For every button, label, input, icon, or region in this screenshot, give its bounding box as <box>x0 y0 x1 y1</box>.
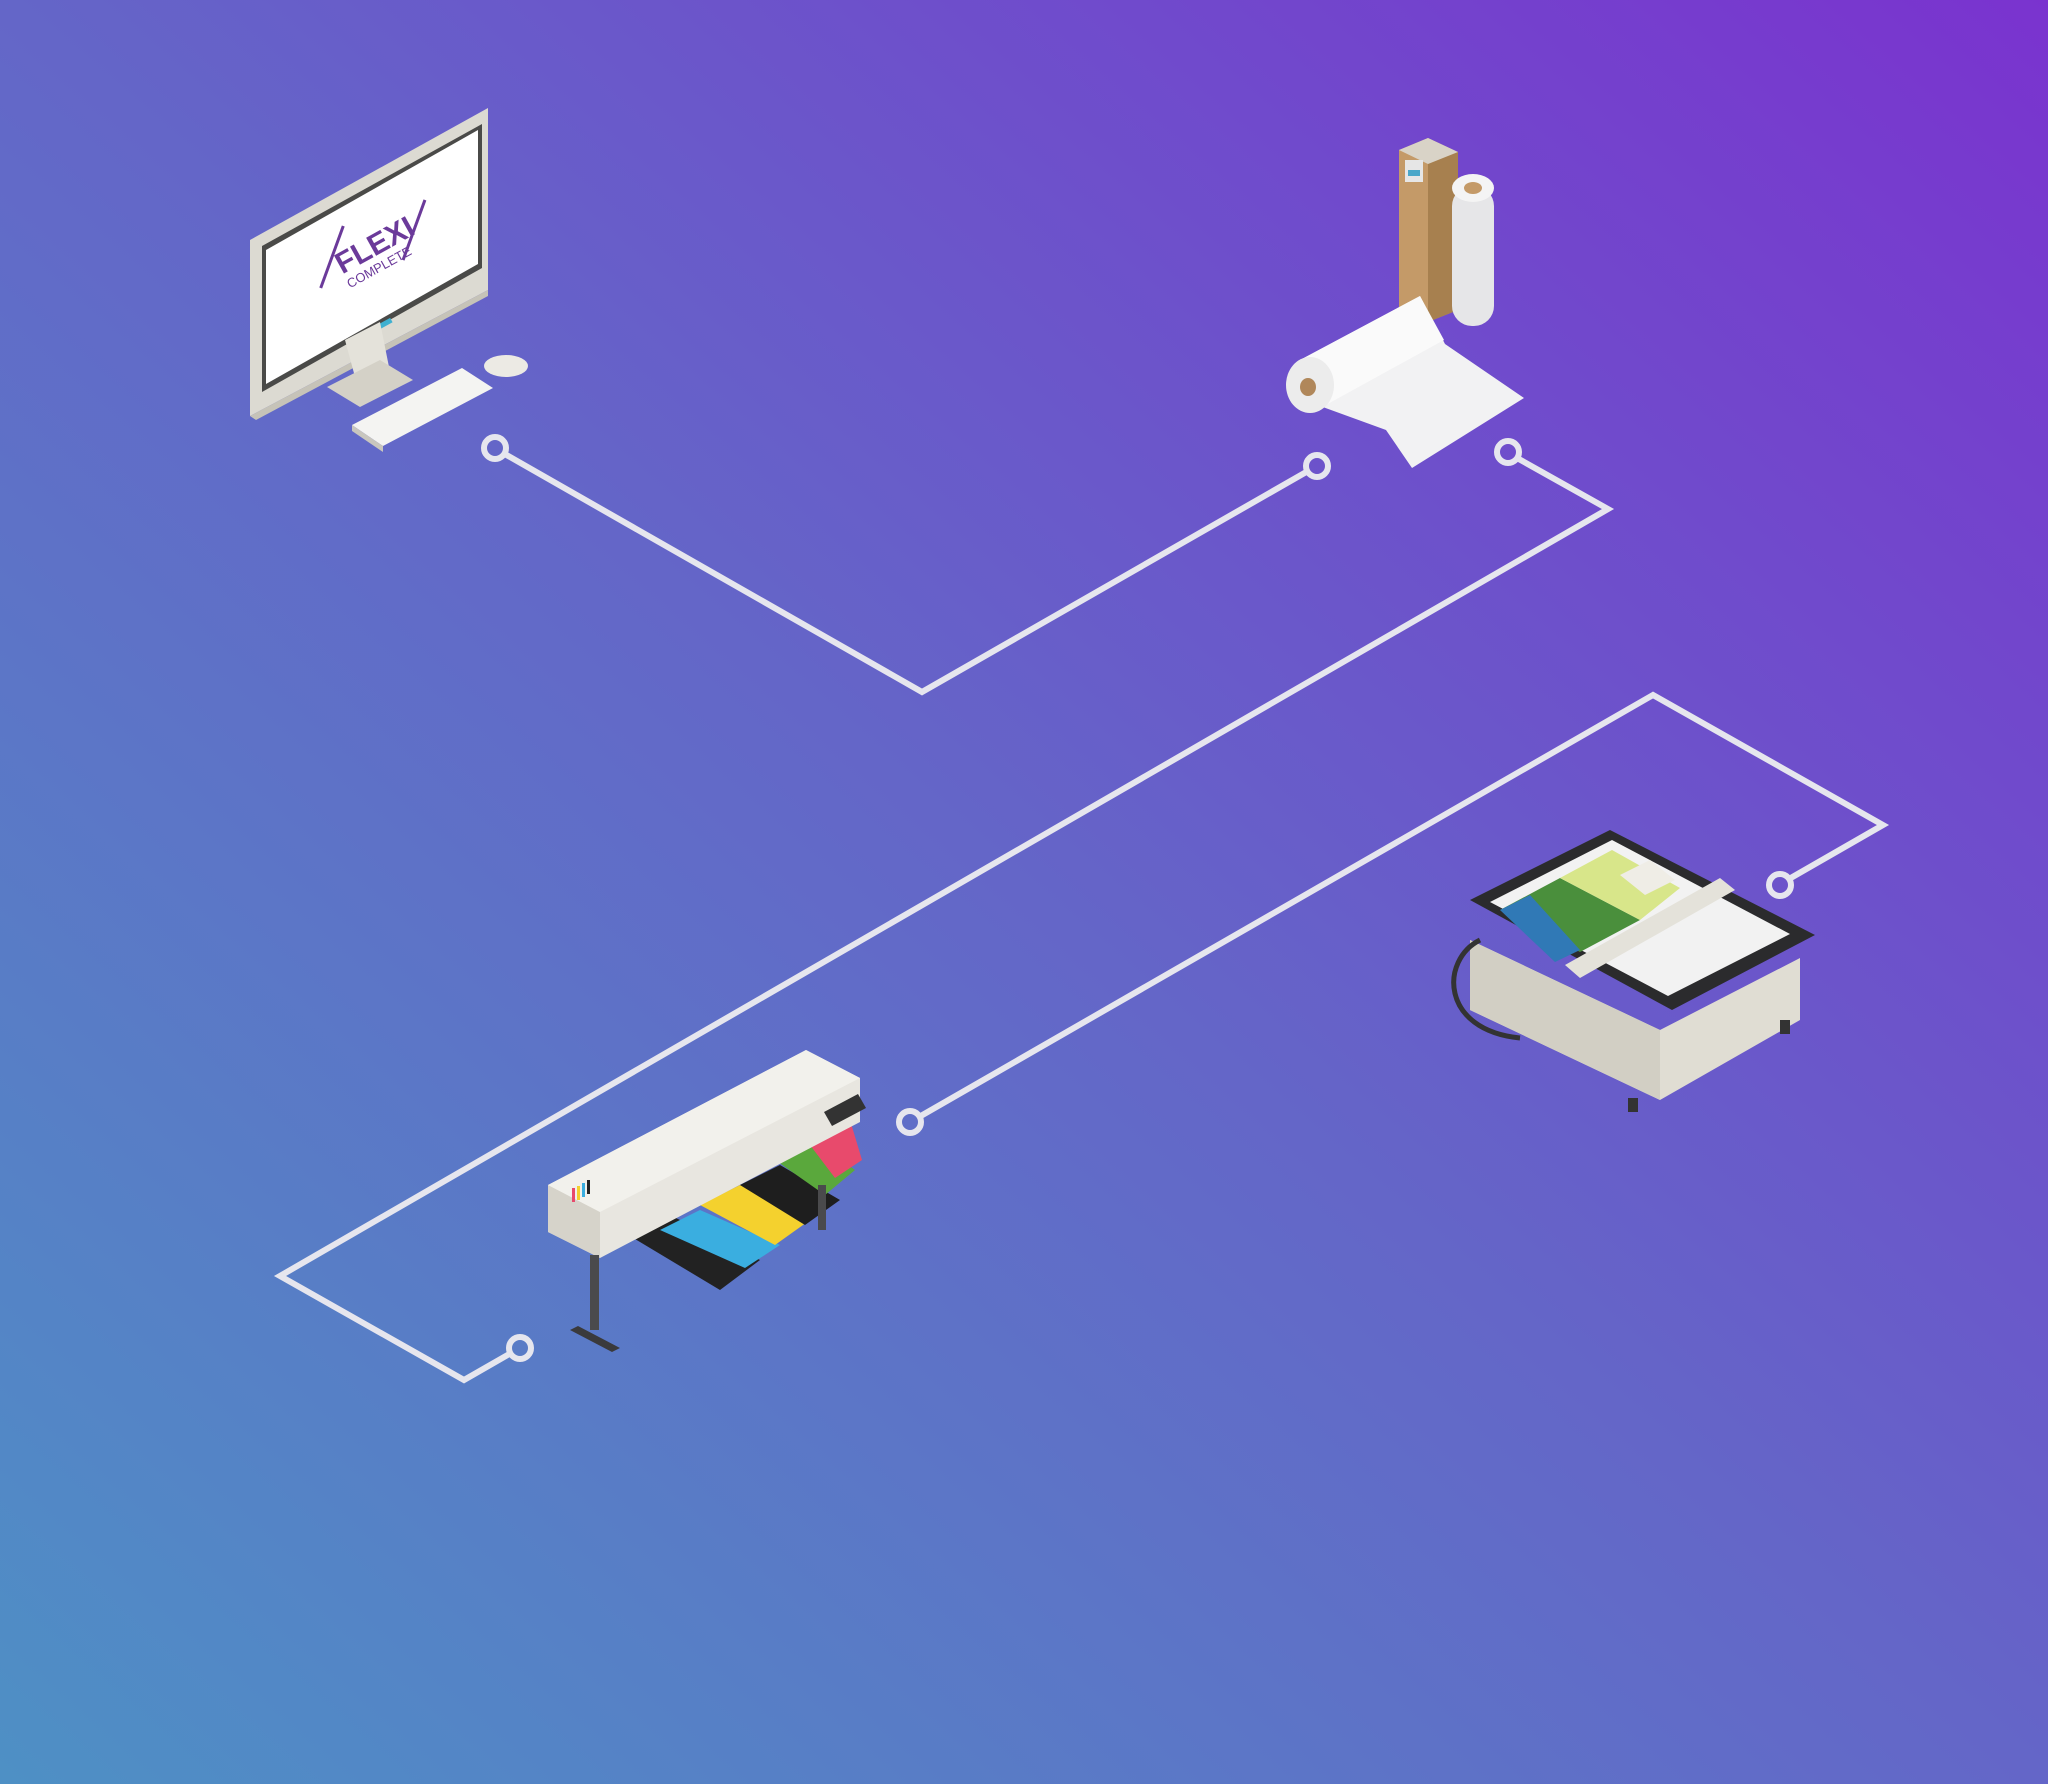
flatbed-cutter-icon <box>1451 830 1815 1112</box>
connector-node <box>1303 452 1331 480</box>
connector-node <box>506 1334 534 1362</box>
connector-media-to-printer <box>273 455 1615 1384</box>
connector-node <box>896 1108 924 1136</box>
connector-printer-to-cutter <box>917 691 1890 1120</box>
desktop-computer-icon: FLEXI COMPLETE <box>250 108 528 452</box>
connector-computer-to-media <box>501 450 1310 696</box>
connector-node <box>1766 871 1794 899</box>
media-rolls-icon <box>1286 138 1524 468</box>
connector-node <box>481 434 509 462</box>
connector-node <box>1494 438 1522 466</box>
wide-format-printer-icon <box>548 1050 866 1352</box>
